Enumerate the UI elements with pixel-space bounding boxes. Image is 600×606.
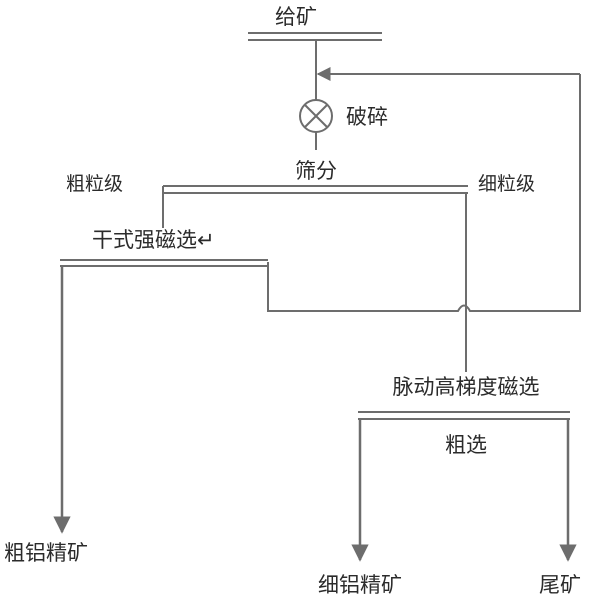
recycle-loop-line — [267, 74, 581, 312]
roughing-label: 粗选 — [445, 433, 487, 457]
crusher-icon — [299, 99, 333, 133]
screening-label: 筛分 — [295, 159, 337, 183]
screen-bar — [163, 185, 468, 194]
dry-magnetic-bar — [60, 259, 268, 267]
hgms-bar — [358, 411, 570, 420]
feed-bin-bar — [248, 32, 382, 41]
fine-fraction-label: 细粒级 — [478, 173, 535, 195]
crushing-label: 破碎 — [346, 105, 388, 129]
pulsating-hgms-label: 脉动高梯度磁选 — [393, 375, 540, 399]
coarse-fraction-label: 粗粒级 — [66, 173, 123, 195]
coarse-al-concentrate-label: 粗铝精矿 — [4, 541, 88, 565]
feed-label: 给矿 — [275, 5, 317, 29]
tailings-label: 尾矿 — [539, 573, 581, 597]
fine-al-concentrate-label: 细铝精矿 — [318, 573, 402, 597]
dry-strong-magnetic-label: 干式强磁选↵ — [92, 228, 215, 252]
